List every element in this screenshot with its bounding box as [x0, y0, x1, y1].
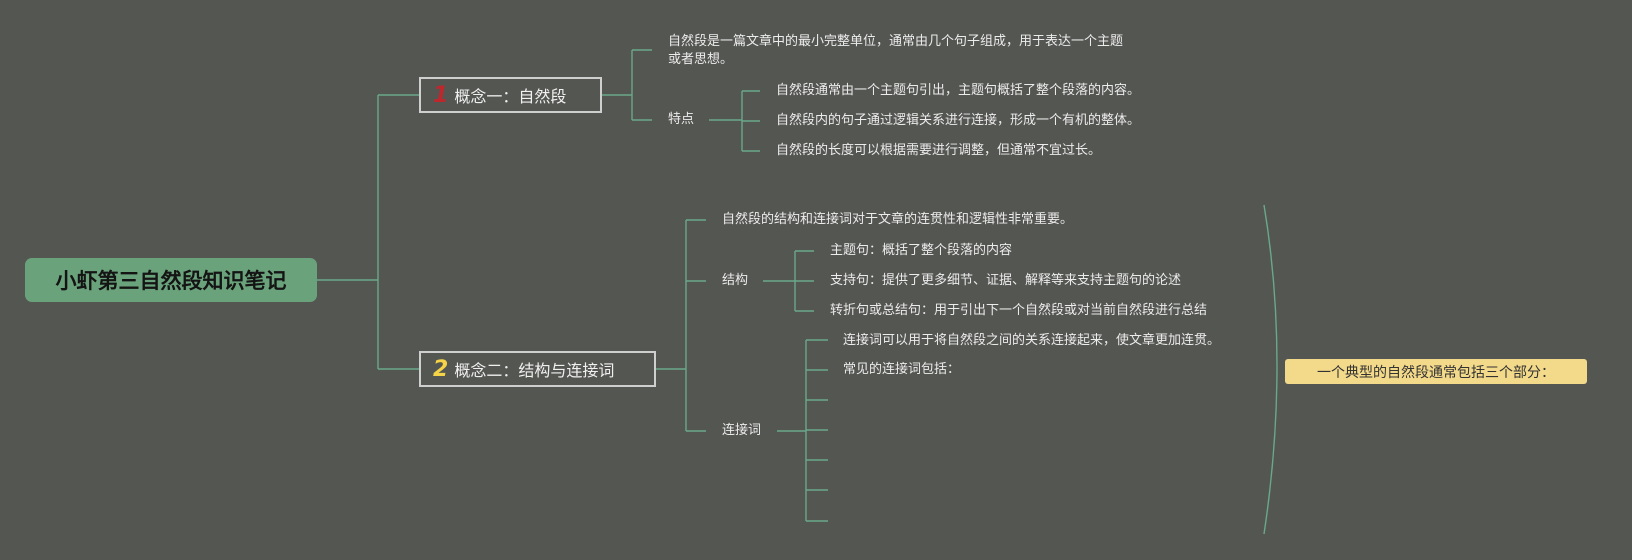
concept-one-definition-line2: 或者思想。	[668, 52, 734, 67]
concept-two-label: 概念二：结构与连接词	[454, 361, 615, 380]
structure-label[interactable]: 结构	[722, 273, 749, 288]
features-label[interactable]: 特点	[668, 112, 695, 127]
concept-two-intro: 自然段的结构和连接词对于文章的连贯性和逻辑性非常重要。	[722, 212, 1074, 227]
structure-item-3: 转折句或总结句：用于引出下一个自然段或对当前自然段进行总结	[830, 303, 1208, 318]
concept-two-node[interactable]: 2 概念二：结构与连接词	[419, 351, 656, 387]
connective-item-1: 连接词可以用于将自然段之间的关系连接起来，使文章更加连贯。	[843, 333, 1221, 348]
root-title: 小虾第三自然段知识笔记	[55, 269, 287, 293]
root-topic[interactable]: 小虾第三自然段知识笔记	[25, 258, 317, 302]
structure-item-1: 主题句：概括了整个段落的内容	[830, 243, 1013, 258]
number-one-marker: 1	[433, 82, 449, 108]
feature-item-3: 自然段的长度可以根据需要进行调整，但通常不宜过长。	[776, 143, 1102, 158]
feature-item-1: 自然段通常由一个主题句引出，主题句概括了整个段落的内容。	[776, 83, 1141, 98]
concept-one-definition-line1: 自然段是一篇文章中的最小完整单位，通常由几个句子组成，用于表达一个主题	[668, 34, 1124, 49]
number-two-marker: 2	[433, 356, 449, 382]
concept-one-label: 概念一：自然段	[454, 87, 567, 106]
summary-text: 一个典型的自然段通常包括三个部分：	[1317, 364, 1555, 381]
feature-item-2: 自然段内的句子通过逻辑关系进行连接，形成一个有机的整体。	[776, 113, 1141, 128]
connective-item-2: 常见的连接词包括：	[843, 362, 961, 377]
connectives-label[interactable]: 连接词	[722, 423, 762, 438]
concept-one-node[interactable]: 1 概念一：自然段	[419, 77, 602, 113]
summary-node[interactable]: 一个典型的自然段通常包括三个部分：	[1285, 359, 1587, 384]
structure-item-2: 支持句：提供了更多细节、证据、解释等来支持主题句的论述	[830, 273, 1182, 288]
